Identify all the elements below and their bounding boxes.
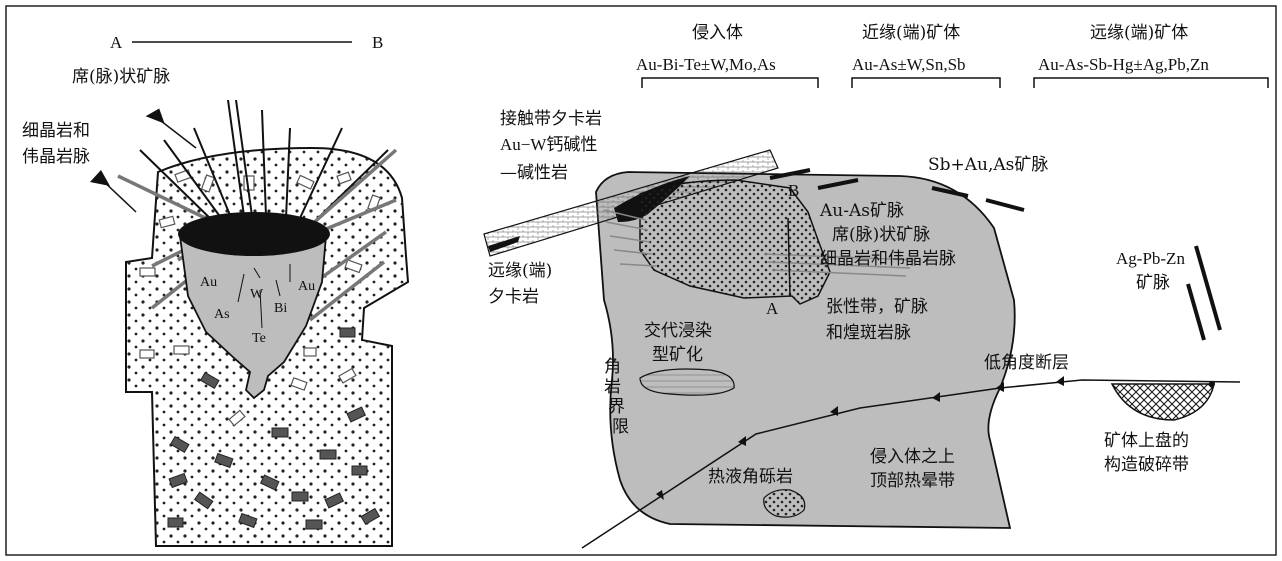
roof-aureole-label-1: 侵入体之上 (870, 447, 955, 467)
element-au-left: Au (200, 275, 217, 290)
hornfels-label-2: 岩 (604, 377, 621, 397)
distal-skarn-label-2: 夕卡岩 (488, 287, 539, 307)
header-brackets (642, 78, 1268, 88)
section-label-b: B (372, 33, 383, 52)
sheeted-veins-label: 席(脉)状矿脉 (832, 225, 930, 245)
aplite-pegmatite-label: 细晶岩和伟晶岩脉 (820, 249, 956, 269)
replacement-ore-lens (640, 369, 734, 395)
roof-aureole-label-2: 顶部热晕带 (870, 471, 955, 491)
element-au-right: Au (298, 279, 315, 294)
hornfels-label-1: 角 (604, 357, 621, 377)
point-a-label: A (766, 299, 779, 318)
au-as-veins-label: Au-As矿脉 (819, 201, 904, 221)
skarn-label-3: —碱性岩 (500, 163, 568, 183)
hanging-wall-breccia (1112, 384, 1214, 420)
skarn-label-1: 接触带夕卡岩 (500, 109, 602, 129)
element-te: Te (252, 331, 266, 346)
point-b-label: B (788, 181, 799, 200)
hornfels-label-4: 限 (612, 417, 629, 437)
section-label-a: A (110, 33, 123, 52)
aplite-label-line2: 伟晶岩脉 (22, 147, 90, 167)
tension-zone-label-2: 和煌斑岩脉 (826, 323, 911, 343)
ag-veins-label-1: Ag-Pb-Zn (1116, 249, 1185, 268)
breccia-label: 热液角砾岩 (708, 467, 793, 487)
ag-pb-zn-veins (1188, 246, 1220, 340)
element-as: As (214, 307, 230, 322)
replacement-label-1: 交代浸染 (644, 321, 712, 341)
ore-cap-black (178, 212, 330, 256)
sb-veins-label: Sb+Au,As矿脉 (928, 155, 1048, 175)
hornfels-label-3: 界 (608, 397, 625, 417)
element-w: W (250, 287, 264, 302)
tension-zone-label-1: 张性带，矿脉 (826, 297, 928, 317)
sheeted-vein-label: 席(脉)状矿脉 (72, 67, 170, 87)
header-proximal: 近缘(端)矿体 (862, 23, 960, 43)
assemblage-intrusion: Au-Bi-Te±W,Mo,As (636, 55, 776, 74)
assemblage-proximal: Au-As±W,Sn,Sb (852, 55, 966, 74)
hanging-wall-label-1: 矿体上盘的 (1104, 431, 1189, 451)
assemblage-distal: Au-As-Sb-Hg±Ag,Pb,Zn (1038, 55, 1209, 74)
header-intrusion: 侵入体 (692, 23, 743, 43)
header-distal: 远缘(端)矿体 (1090, 23, 1188, 43)
hanging-wall-label-2: 构造破碎带 (1104, 455, 1189, 475)
left-panel-cross-section: A B (22, 33, 408, 546)
ag-veins-label-2: 矿脉 (1136, 273, 1170, 293)
aplite-label-line1: 细晶岩和 (22, 121, 90, 141)
hydrothermal-breccia-pipe (764, 490, 805, 517)
distal-skarn-label-1: 远缘(端) (488, 261, 552, 281)
low-angle-fault-label: 低角度断层 (984, 353, 1069, 373)
element-bi: Bi (274, 301, 287, 316)
skarn-label-2: Au−W钙碱性 (500, 135, 597, 154)
replacement-label-2: 型矿化 (652, 345, 703, 365)
